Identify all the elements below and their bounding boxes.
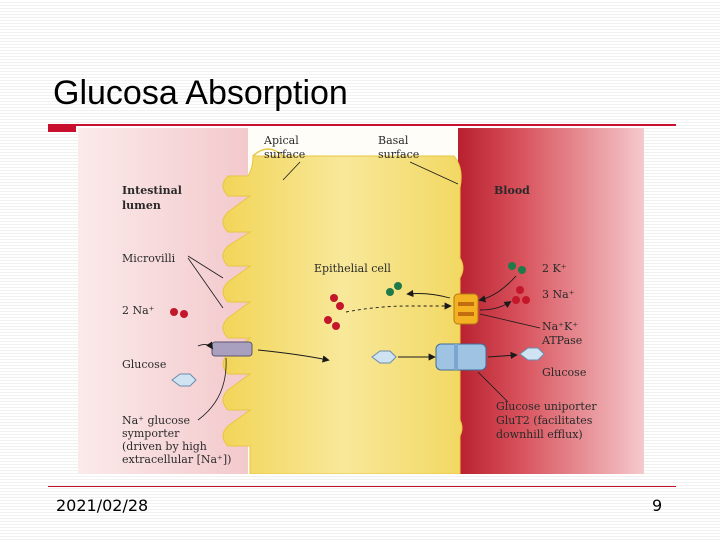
glucose-molecule-cell	[371, 350, 397, 364]
symporter-label-line2: symporter	[122, 427, 180, 440]
na-k-atpase-pump	[453, 293, 479, 325]
atpase-label-line2: ATPase	[541, 334, 582, 347]
apical-label-line2: surface	[264, 148, 305, 161]
basal-label-line1: Basal	[378, 134, 409, 147]
diagram-svg: Apical surface Basal surface Intestinal …	[78, 128, 644, 474]
glucose-uniporter-glut2	[435, 343, 487, 371]
epithelial-cell-label: Epithelial cell	[314, 262, 391, 275]
microvilli-label: Microvilli	[122, 252, 176, 265]
glucose-entry-arrow	[257, 349, 330, 363]
na-to-atpase-arrow	[345, 302, 452, 313]
glucose-efflux-arrow	[487, 351, 518, 359]
symporter-pointer	[197, 357, 227, 421]
k-ion-cell-2	[394, 282, 402, 290]
na-glucose-symporter	[211, 341, 253, 357]
basal-pointer	[409, 161, 459, 185]
slide-title: Glucosa Absorption	[53, 74, 348, 112]
basal-label-line2: surface	[378, 148, 419, 161]
na-out-arrow	[479, 301, 512, 311]
page-number: 9	[652, 496, 663, 515]
glucose-absorption-diagram: Apical surface Basal surface Intestinal …	[78, 128, 644, 474]
atpase-band-1	[458, 302, 474, 306]
na-ion-cell-4	[332, 322, 340, 330]
k-ion-blood-2	[518, 266, 526, 274]
symporter-entry-arrow	[197, 341, 213, 350]
symporter-label-line1: Na⁺ glucose	[122, 414, 190, 427]
footer-date: 2021/02/28	[56, 496, 149, 515]
uniporter-label-line1: Glucose uniporter	[496, 400, 597, 413]
epithelial-cell-shape	[222, 155, 464, 474]
na-ion-cell-3	[324, 316, 332, 324]
apical-pointer	[282, 161, 301, 181]
glucose-molecule-blood	[519, 347, 545, 361]
na-ion-blood-1	[516, 286, 524, 294]
na-ion-lumen-2	[180, 310, 188, 318]
glucose-molecule-lumen	[171, 373, 197, 387]
k-ion-cell-1	[386, 288, 394, 296]
k-label: 2 K⁺	[542, 262, 567, 275]
glucose-right-label: Glucose	[542, 366, 586, 379]
symporter-label-line4: extracellular [Na⁺])	[122, 453, 231, 466]
lumen-label-line1: Intestinal	[122, 184, 182, 197]
k-into-cell-arrow	[406, 289, 451, 299]
apical-surface-edge	[252, 148, 284, 157]
footer-divider	[48, 486, 676, 487]
atpase-label-line1: Na⁺K⁺	[542, 320, 578, 333]
atpase-pointer	[479, 313, 541, 329]
symporter-label-line3: (driven by high	[122, 440, 207, 453]
uniporter-label-line3: downhill efflux)	[496, 428, 583, 441]
uniporter-label-line2: GluT2 (facilitates	[496, 414, 593, 427]
uniporter-pointer	[477, 371, 509, 403]
apical-label-line1: Apical	[263, 134, 299, 147]
title-accent-bar	[48, 124, 76, 132]
uniporter-channel-line	[454, 344, 458, 370]
glucose-left-label: Glucose	[122, 358, 166, 371]
na-ion-blood-3	[522, 296, 530, 304]
intestinal-lumen-region	[78, 128, 248, 474]
na-ion-cell-1	[330, 294, 338, 302]
microvilli-pointer	[187, 255, 224, 309]
na-out-label: 3 Na⁺	[542, 288, 575, 301]
na-ion-cell-2	[336, 302, 344, 310]
na-in-label: 2 Na⁺	[122, 304, 155, 317]
blood-region	[458, 128, 644, 474]
atpase-band-2	[458, 312, 474, 316]
title-underline	[76, 124, 676, 126]
k-into-pump-arrow	[478, 275, 517, 303]
na-ion-lumen-1	[170, 308, 178, 316]
k-ion-blood-1	[508, 262, 516, 270]
blood-label: Blood	[494, 184, 530, 197]
na-ion-blood-2	[512, 296, 520, 304]
lumen-label-line2: lumen	[122, 199, 161, 212]
